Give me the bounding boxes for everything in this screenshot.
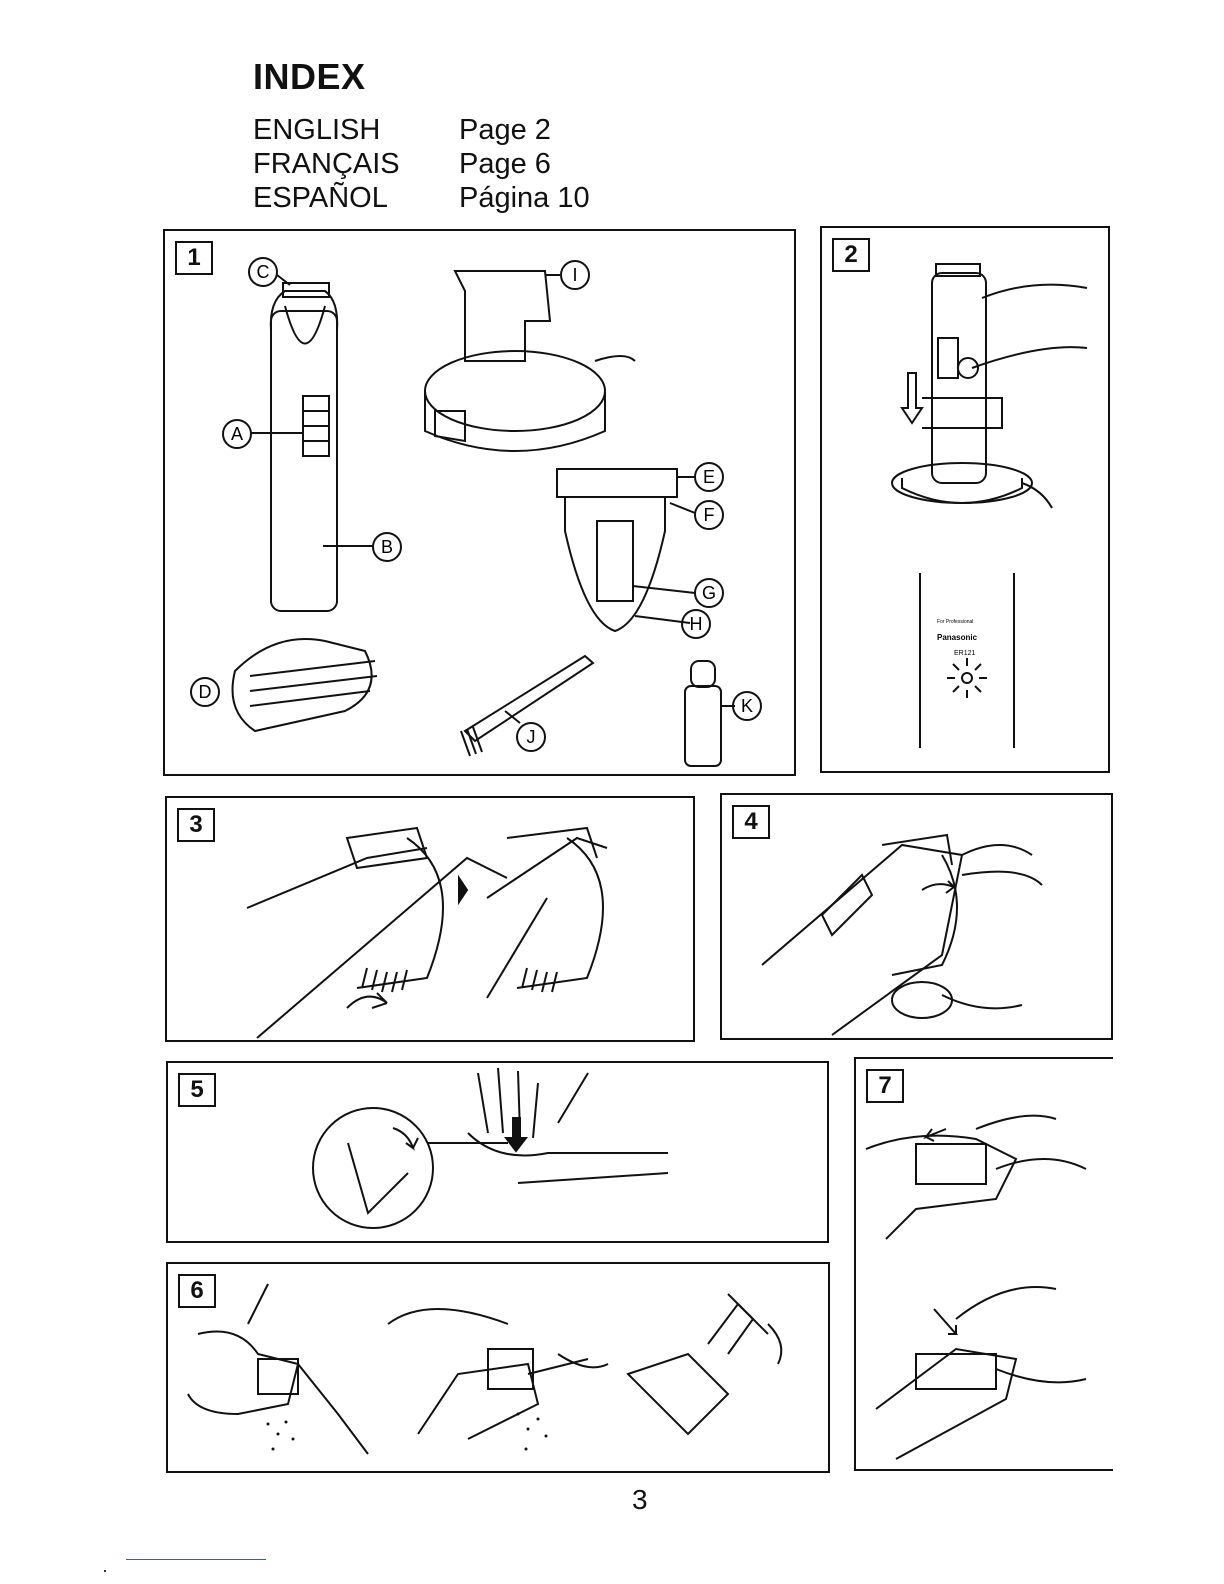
remove-comb-illustration <box>722 795 1115 1042</box>
step-number: 2 <box>832 238 870 272</box>
comb-guide-right <box>517 838 603 988</box>
oil-bottle <box>685 686 721 766</box>
reattach-blade-illustration <box>856 1059 1115 1473</box>
arrow-down-right-icon <box>934 1309 956 1334</box>
label-j: J <box>527 727 536 747</box>
blade-block-right <box>628 1354 728 1434</box>
label-g: G <box>702 583 716 603</box>
attach-comb-illustration <box>167 798 697 1044</box>
footer-mark <box>104 1570 106 1572</box>
blade-block-bottom <box>916 1354 996 1389</box>
label-d: D <box>199 682 212 702</box>
arrow-right-icon <box>922 881 954 893</box>
hair-particles <box>267 1413 548 1451</box>
remove-blade-illustration <box>168 1063 831 1245</box>
panel-4-remove-comb: 4 <box>720 793 1113 1040</box>
index-language: ESPAÑOL <box>253 181 459 215</box>
index-page: Page 2 <box>459 114 551 146</box>
panel-2-charging: For Professional Panasonic ER121 2 <box>820 226 1110 773</box>
step-number: 5 <box>178 1073 216 1107</box>
hand-fingers <box>478 1068 538 1138</box>
index-title: INDEX <box>253 56 366 98</box>
label-a: A <box>231 424 243 444</box>
charge-lamp-icon <box>947 658 987 698</box>
panel-6-cleaning: 6 <box>166 1262 830 1473</box>
parts-illustration: A B C I E F G H D J K <box>165 231 798 778</box>
charging-illustration: For Professional Panasonic ER121 <box>822 228 1112 775</box>
device-brand: Panasonic <box>937 633 978 642</box>
index-page: Page 6 <box>459 148 551 180</box>
device-text-line1: For Professional <box>937 619 973 625</box>
index-page: Página 10 <box>459 182 590 214</box>
label-i: I <box>572 265 577 285</box>
blade-block-top <box>916 1144 986 1184</box>
label-c: C <box>257 262 270 282</box>
rotate-arrow-icon <box>347 993 387 1008</box>
trimmer-body <box>271 311 337 611</box>
detail-circle <box>313 1108 433 1228</box>
step-number: 1 <box>175 241 213 275</box>
footer-rule <box>126 1559 266 1560</box>
blade-assembly <box>557 469 677 497</box>
cleaning-brush <box>528 1359 588 1374</box>
step-number: 6 <box>178 1274 216 1308</box>
page-number: 3 <box>632 1484 648 1516</box>
next-step-arrow-icon <box>459 878 467 902</box>
index-language: ENGLISH <box>253 113 459 147</box>
step-number: 3 <box>177 808 215 842</box>
panel-1-parts: A B C I E F G H D J K 1 <box>163 229 796 776</box>
arrow-curved-icon <box>393 1128 418 1148</box>
label-k: K <box>741 696 753 716</box>
comb-guide-left <box>357 838 443 988</box>
step-number: 7 <box>866 1069 904 1103</box>
panel-5-remove-blade: 5 <box>166 1061 829 1243</box>
device-model: ER121 <box>954 650 976 657</box>
cleaning-illustration <box>168 1264 832 1475</box>
arrow-down-icon <box>902 373 922 423</box>
index-language: FRANÇAIS <box>253 147 459 181</box>
charging-stand <box>455 271 550 361</box>
panel-7-reattach-blade: 7 <box>854 1057 1113 1471</box>
label-b: B <box>381 537 393 557</box>
label-e: E <box>703 467 715 487</box>
panel-3-attach-comb: 3 <box>165 796 695 1042</box>
label-h: H <box>690 614 703 634</box>
arrow-down-icon <box>506 1118 526 1151</box>
step-number: 4 <box>732 805 770 839</box>
label-f: F <box>704 505 715 525</box>
